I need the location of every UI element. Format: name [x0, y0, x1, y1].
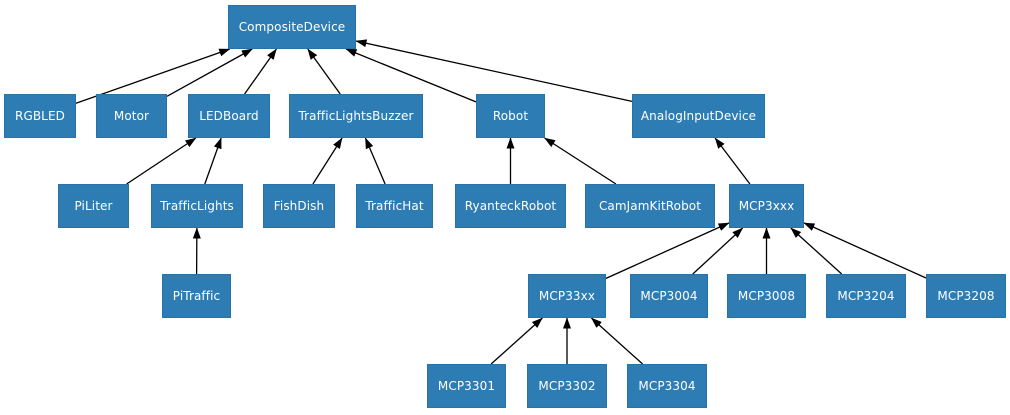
edge-mcp3204-to-mcp3xxx	[790, 227, 843, 275]
class-node-mcp3302[interactable]: MCP3302	[527, 364, 607, 408]
edge-piliter-to-ledboard	[126, 137, 197, 185]
edge-motor-to-compositedevice	[166, 48, 253, 97]
class-node-pitraffic[interactable]: PiTraffic	[162, 274, 231, 318]
class-node-analoginputdevice[interactable]: AnalogInputDevice	[632, 94, 765, 138]
edge-trafficlightsbuzzer-to-compositedevice	[307, 48, 341, 95]
edge-fishdish-to-trafficlightsbuzzer	[312, 137, 343, 185]
class-node-robot[interactable]: Robot	[476, 94, 545, 138]
class-node-label: MCP3008	[737, 289, 796, 303]
class-node-ledboard[interactable]: LEDBoard	[188, 94, 270, 138]
class-node-label: LEDBoard	[199, 109, 259, 123]
class-node-label: MCP3304	[638, 379, 696, 393]
class-node-mcp3304[interactable]: MCP3304	[627, 364, 707, 408]
class-node-mcp3301[interactable]: MCP3301	[427, 364, 506, 408]
class-node-label: MCP3301	[437, 379, 496, 393]
class-node-label: TrafficLightsBuzzer	[298, 109, 414, 123]
class-node-label: RGBLED	[15, 109, 65, 123]
edge-mcp3004-to-mcp3xxx	[692, 227, 744, 275]
class-node-piliter[interactable]: PiLiter	[58, 184, 129, 228]
edge-mcp3xxx-to-analoginputdevice	[714, 137, 751, 185]
class-node-mcp3xxx[interactable]: MCP3xxx	[729, 184, 804, 228]
class-node-label: AnalogInputDevice	[640, 109, 757, 123]
class-node-label: MCP3302	[538, 379, 596, 393]
class-node-fishdish[interactable]: FishDish	[263, 184, 335, 228]
class-node-mcp3208[interactable]: MCP3208	[926, 274, 1006, 318]
class-node-label: Robot	[492, 109, 529, 123]
class-node-mcp33xx[interactable]: MCP33xx	[528, 274, 606, 318]
edge-analoginputdevice-to-compositedevice	[355, 39, 633, 103]
class-node-label: CompositeDevice	[238, 20, 346, 34]
class-node-traffichat[interactable]: TrafficHat	[356, 184, 433, 228]
class-node-label: MCP3204	[837, 289, 895, 303]
edge-ledboard-to-compositedevice	[244, 48, 277, 95]
class-node-label: MCP3xxx	[738, 199, 795, 213]
edge-mcp33xx-to-mcp3xxx	[605, 222, 730, 279]
edge-mcp3304-to-mcp33xx	[590, 317, 644, 365]
edge-traffichat-to-trafficlightsbuzzer	[364, 137, 386, 185]
class-node-ryanteckrobot[interactable]: RyanteckRobot	[455, 184, 566, 228]
edge-trafficlights-to-ledboard	[204, 137, 222, 185]
class-node-label: MCP3004	[640, 289, 698, 303]
edge-camjamkitrobot-to-robot	[544, 137, 617, 185]
class-node-label: CamJamKitRobot	[598, 199, 702, 213]
class-node-label: Motor	[113, 109, 150, 123]
class-node-compositedevice[interactable]: CompositeDevice	[228, 5, 356, 49]
class-node-mcp3004[interactable]: MCP3004	[630, 274, 708, 318]
class-node-label: TrafficHat	[365, 199, 424, 213]
class-node-trafficlightsbuzzer[interactable]: TrafficLightsBuzzer	[289, 94, 423, 138]
class-node-label: MCP3208	[937, 289, 995, 303]
class-node-mcp3204[interactable]: MCP3204	[826, 274, 906, 318]
class-node-motor[interactable]: Motor	[96, 94, 167, 138]
class-node-label: TrafficLights	[160, 199, 234, 213]
class-node-label: FishDish	[273, 199, 325, 213]
class-node-mcp3008[interactable]: MCP3008	[727, 274, 806, 318]
class-node-rgbled[interactable]: RGBLED	[4, 94, 76, 138]
class-node-camjamkitrobot[interactable]: CamJamKitRobot	[585, 184, 715, 228]
class-node-label: MCP33xx	[538, 289, 596, 303]
class-node-label: PiLiter	[74, 199, 113, 213]
class-node-label: RyanteckRobot	[464, 199, 557, 213]
edge-mcp3301-to-mcp33xx	[490, 317, 543, 365]
class-node-label: PiTraffic	[172, 289, 221, 303]
edge-mcp3208-to-mcp3xxx	[803, 222, 927, 279]
class-node-trafficlights[interactable]: TrafficLights	[151, 184, 243, 228]
